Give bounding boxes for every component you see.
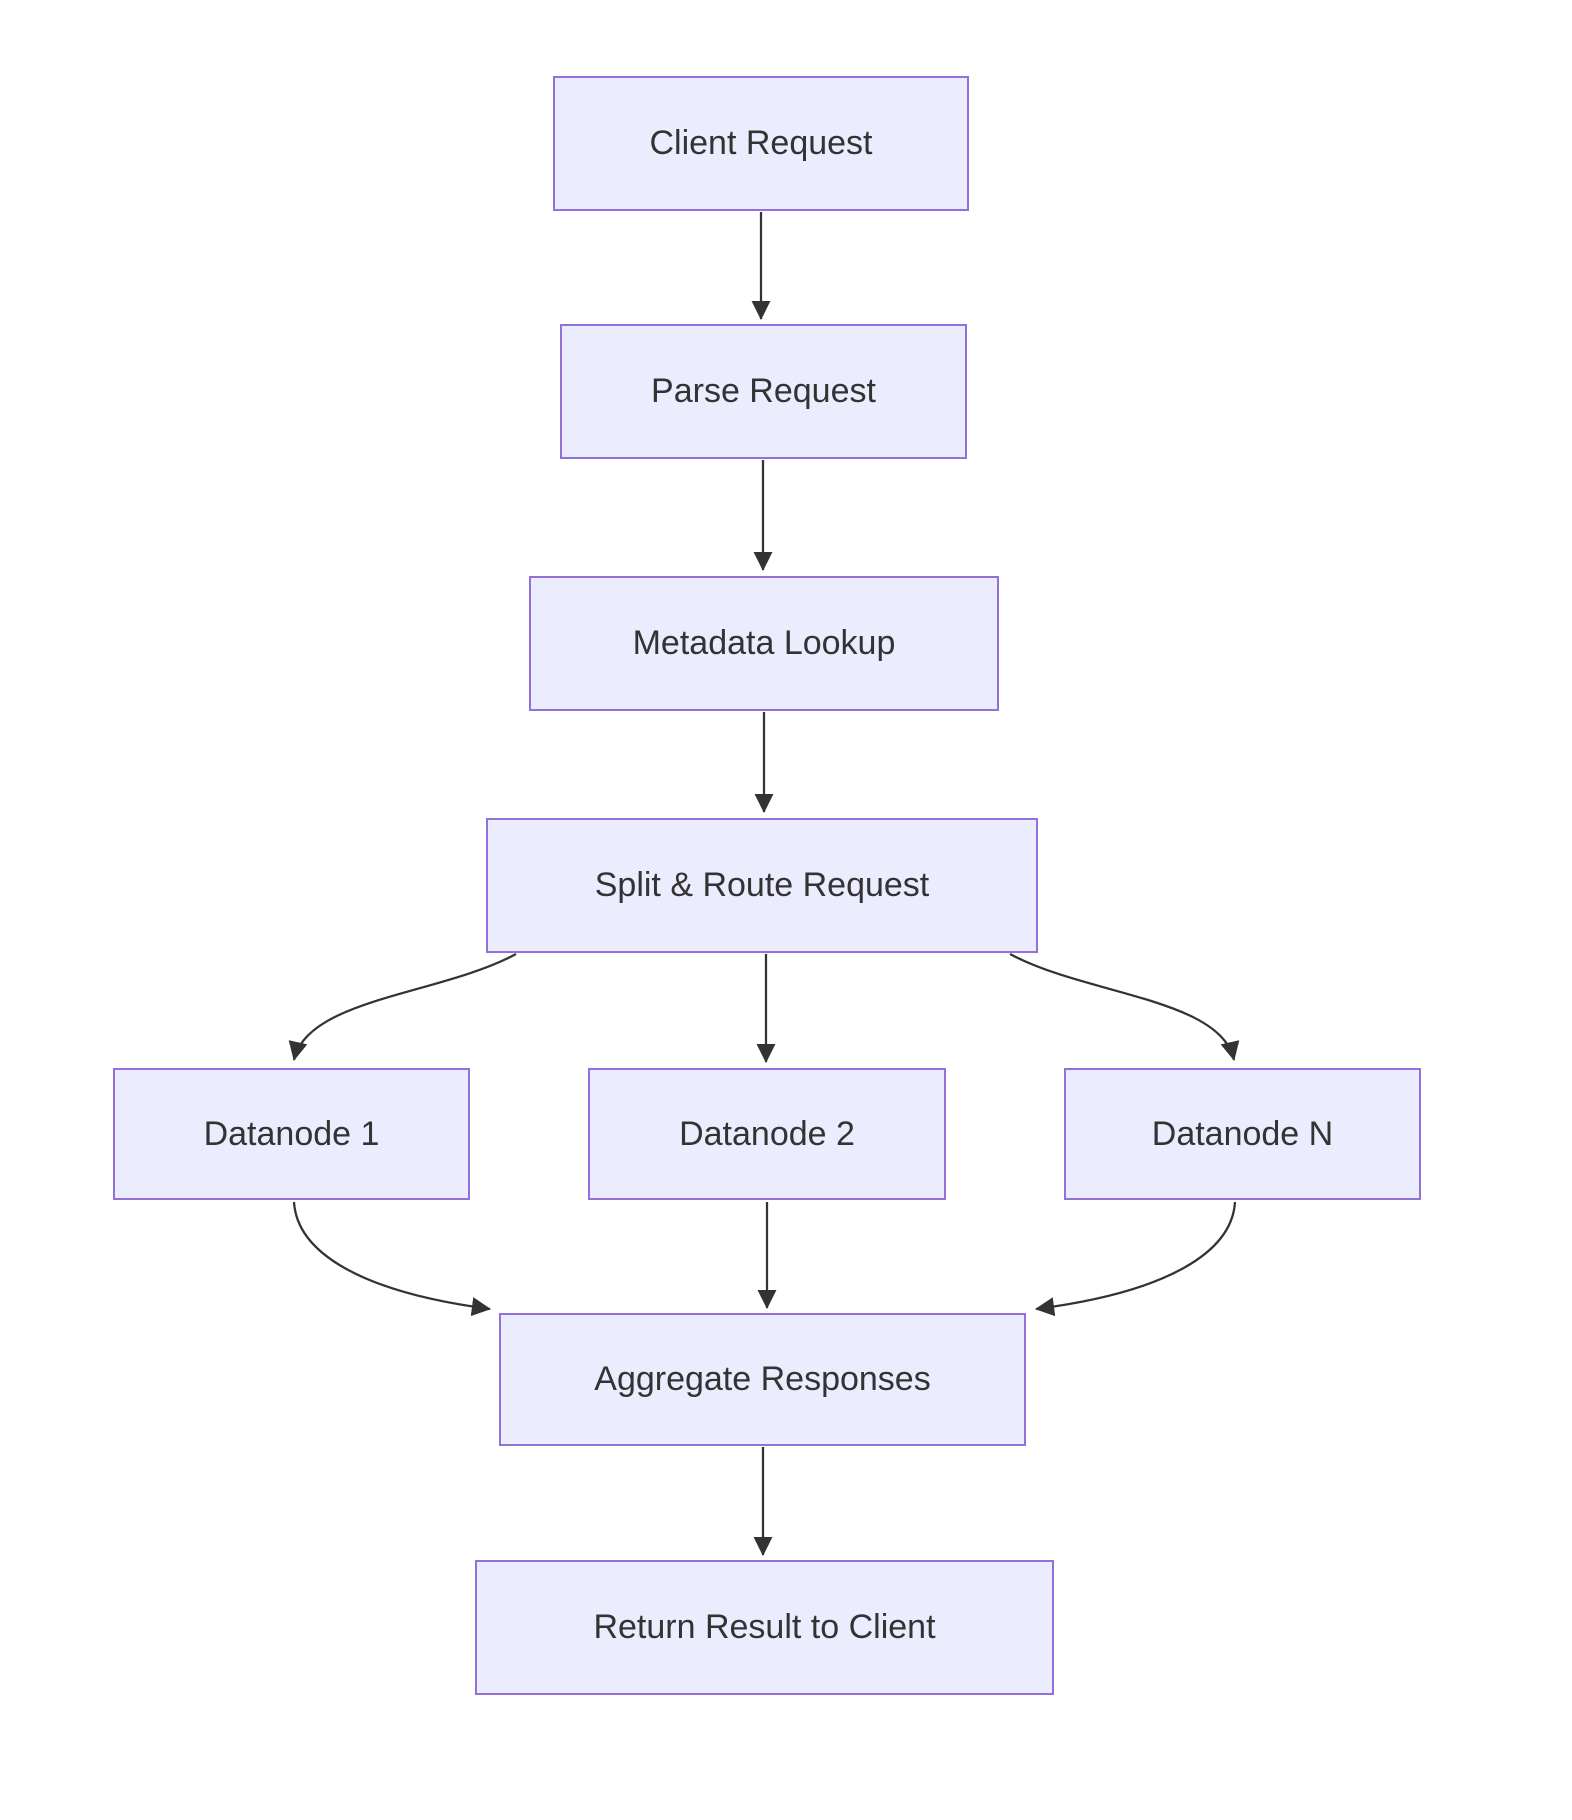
node-metadata-lookup-label: Metadata Lookup: [632, 624, 896, 663]
node-datanode-2-label: Datanode 2: [679, 1114, 855, 1153]
node-datanode-n-label: Datanode N: [1151, 1114, 1334, 1153]
node-datanode-1: Datanode 1: [113, 1068, 470, 1200]
node-aggregate-responses: Aggregate Responses: [499, 1313, 1026, 1446]
node-aggregate-responses-label: Aggregate Responses: [594, 1360, 931, 1399]
node-client-request: Client Request: [553, 76, 969, 211]
node-metadata-lookup: Metadata Lookup: [529, 576, 999, 711]
node-datanode-n: Datanode N: [1064, 1068, 1421, 1200]
edge-datanode-n-to-aggregate: [1035, 1201, 1237, 1317]
node-datanode-2: Datanode 2: [588, 1068, 946, 1200]
node-parse-request: Parse Request: [560, 324, 967, 459]
node-split-route-request: Split & Route Request: [486, 818, 1038, 953]
edge-datanode-1-to-aggregate: [292, 1201, 491, 1317]
node-return-result-to-client-label: Return Result to Client: [593, 1608, 936, 1647]
node-split-route-request-label: Split & Route Request: [594, 866, 930, 905]
node-parse-request-label: Parse Request: [651, 372, 876, 411]
node-return-result-to-client: Return Result to Client: [475, 1560, 1054, 1695]
node-client-request-label: Client Request: [649, 124, 873, 163]
edge-split-to-datanode-1: [288, 953, 517, 1061]
edge-split-to-datanode-n: [1009, 953, 1240, 1061]
node-datanode-1-label: Datanode 1: [203, 1114, 380, 1153]
